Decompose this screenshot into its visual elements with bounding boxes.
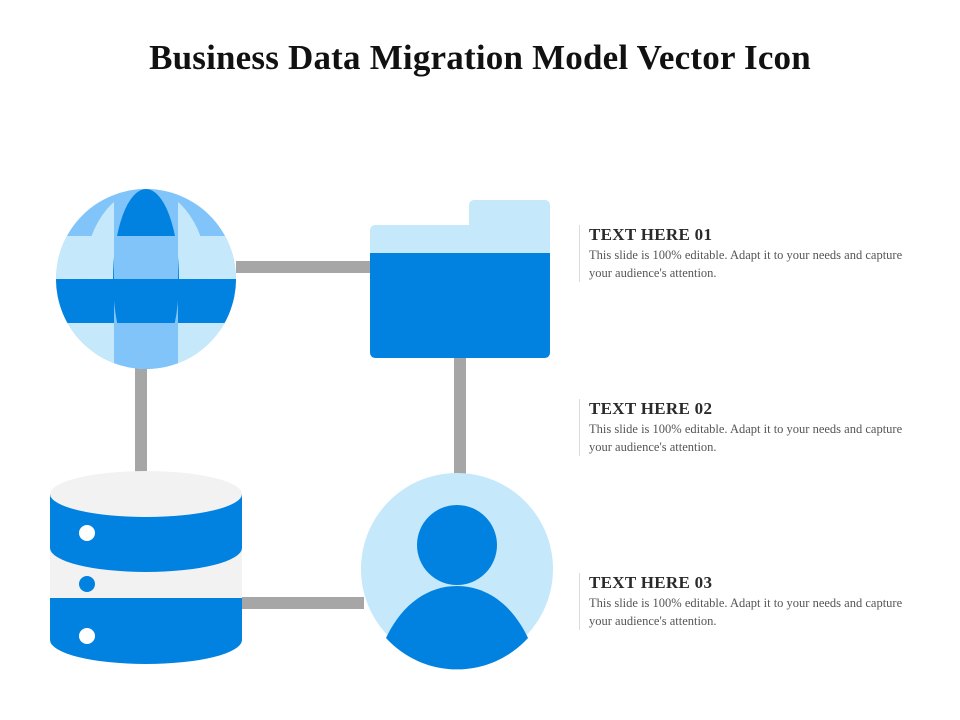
globe-icon (56, 189, 236, 369)
text-block-02: TEXT HERE 02 This slide is 100% editable… (579, 399, 919, 456)
text-block-01: TEXT HERE 01 This slide is 100% editable… (579, 225, 919, 282)
text-heading: TEXT HERE 02 (589, 399, 713, 418)
connector-lines (135, 261, 466, 609)
text-heading: TEXT HERE 01 (589, 225, 713, 244)
text-heading: TEXT HERE 03 (589, 573, 713, 592)
page-title: Business Data Migration Model Vector Ico… (149, 38, 811, 77)
folder-icon (370, 200, 550, 358)
user-icon (361, 473, 553, 670)
text-body: This slide is 100% editable. Adapt it to… (589, 422, 903, 454)
database-icon (50, 471, 242, 664)
text-body: This slide is 100% editable. Adapt it to… (589, 596, 903, 628)
connector-globe-database (135, 368, 147, 476)
connector-database-user (240, 597, 364, 609)
text-body: This slide is 100% editable. Adapt it to… (589, 248, 903, 280)
database-indicator-dot (79, 628, 95, 644)
text-block-03: TEXT HERE 03 This slide is 100% editable… (579, 573, 919, 630)
connector-globe-folder (236, 261, 372, 273)
database-indicator-dot (79, 576, 95, 592)
database-indicator-dot (79, 525, 95, 541)
connector-folder-user (454, 357, 466, 477)
